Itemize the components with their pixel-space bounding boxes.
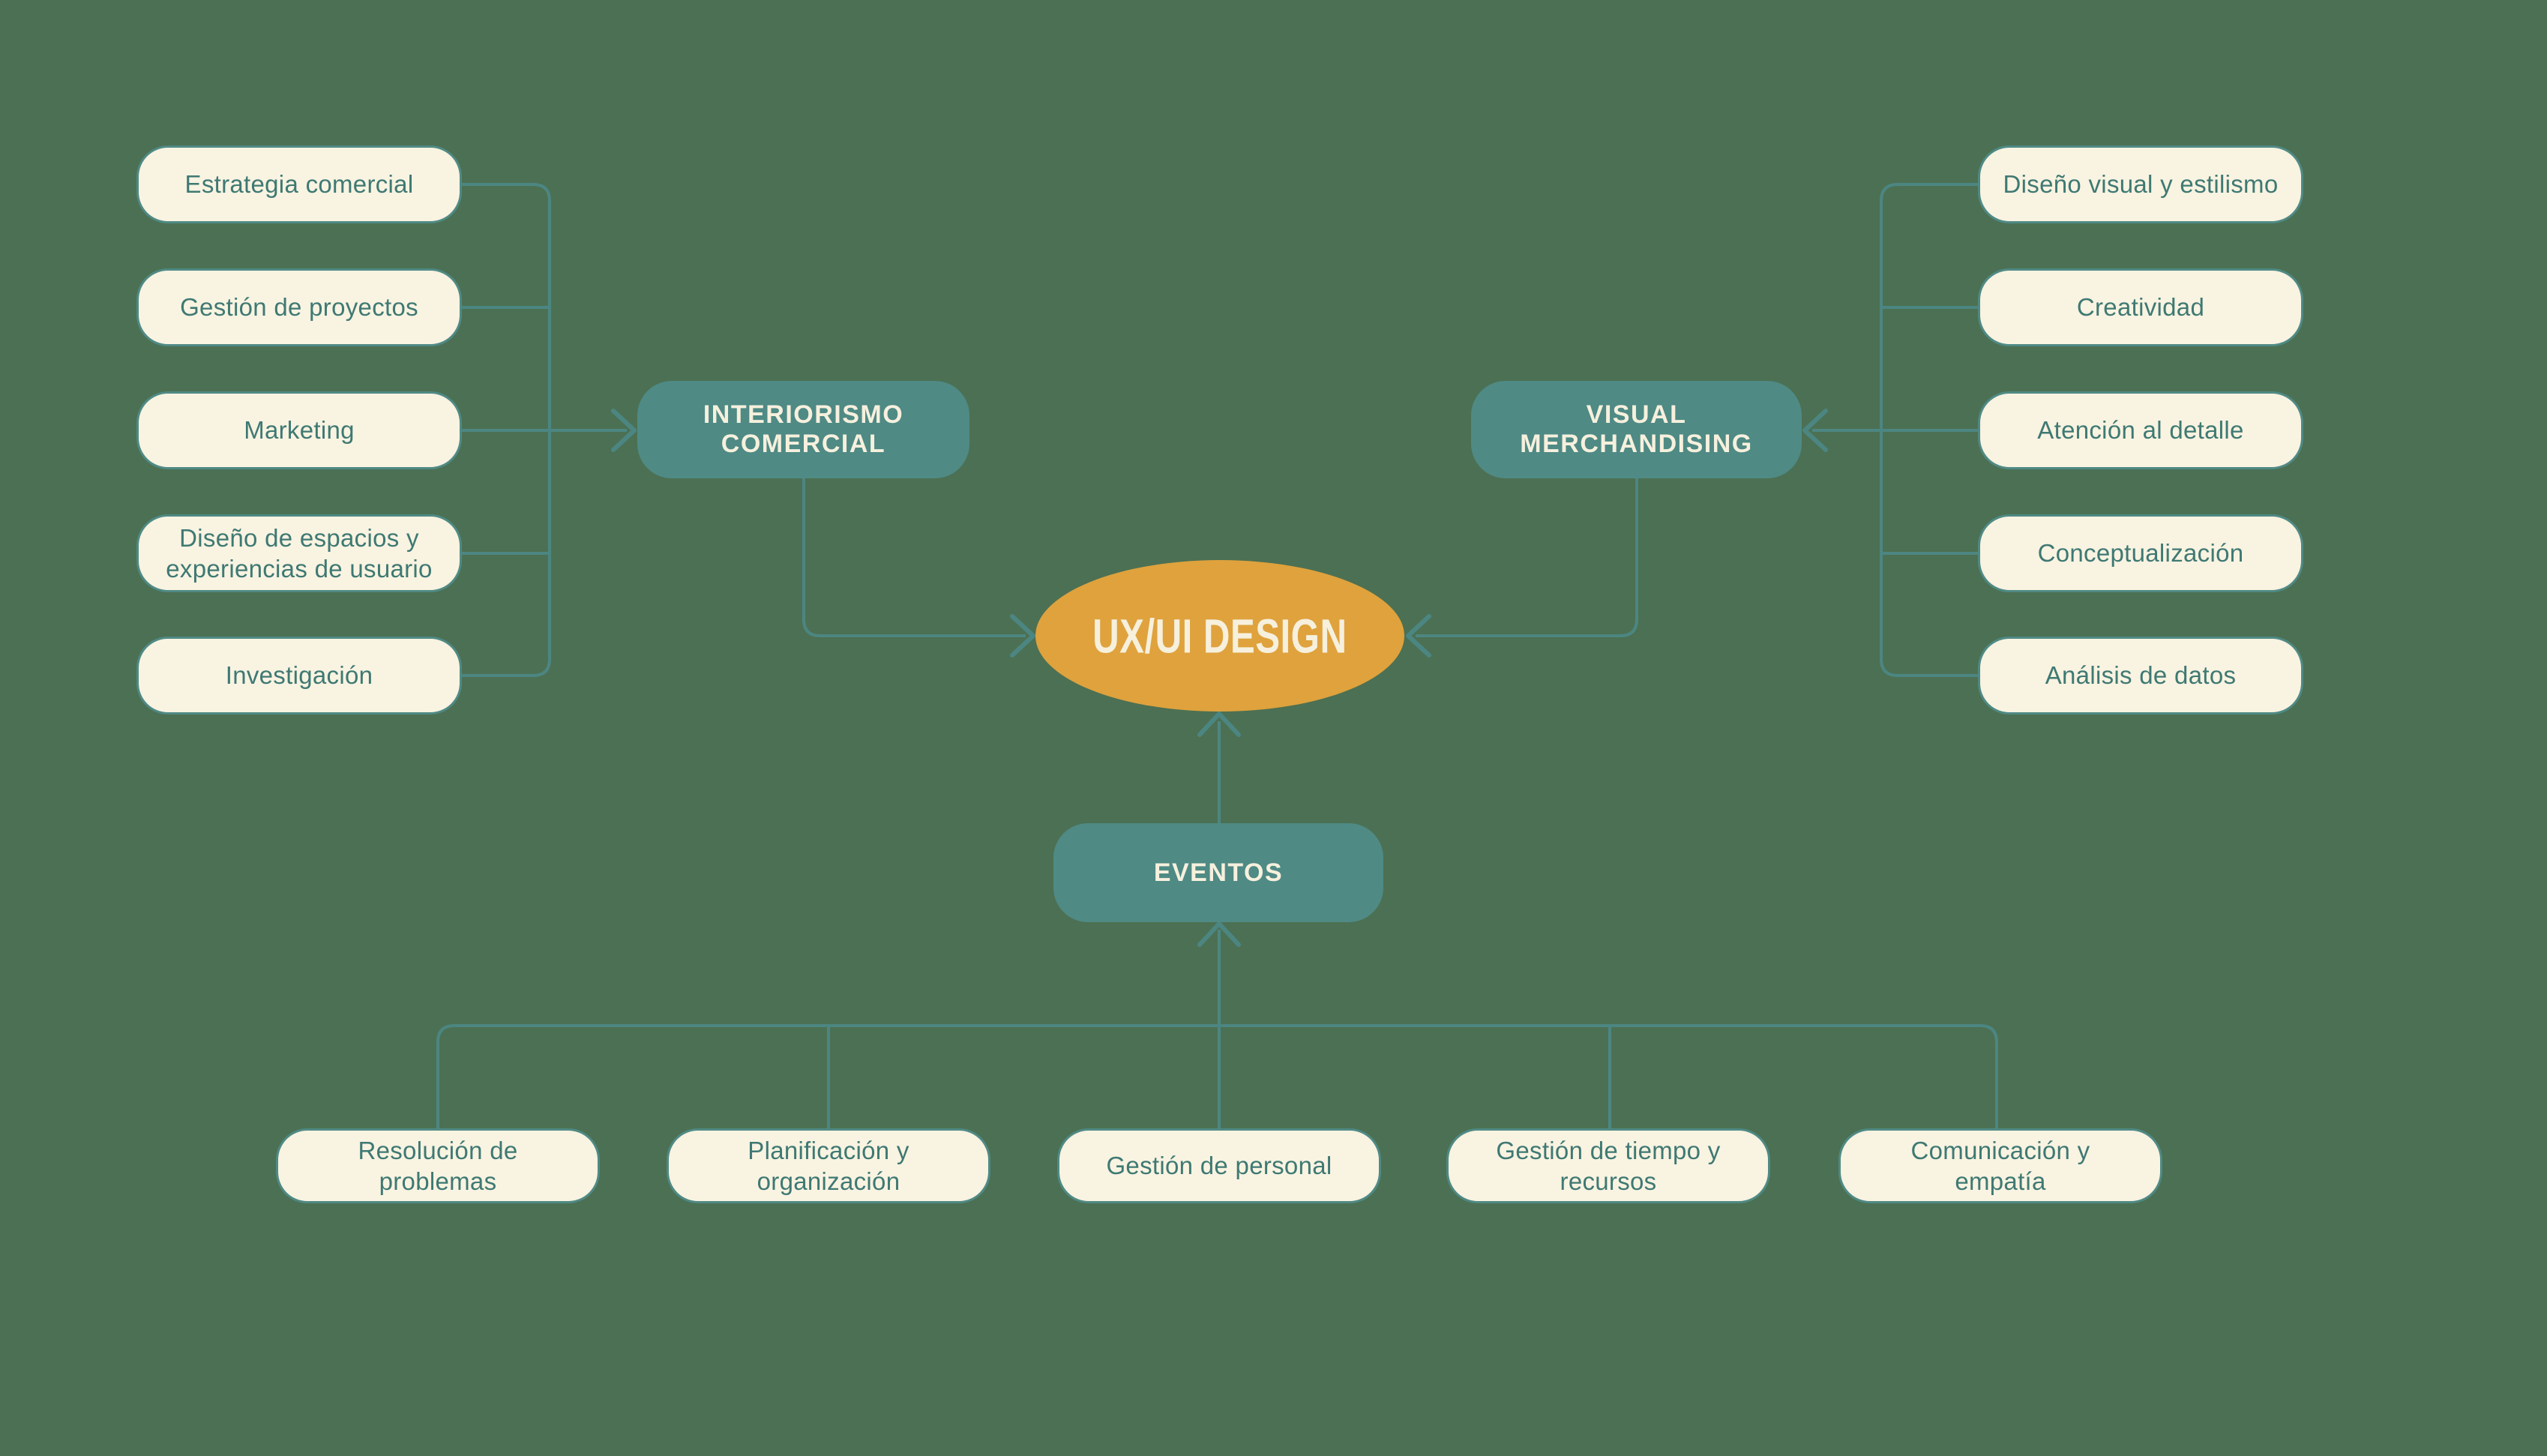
leaf-node-diseno-de-espacios[interactable]: Diseño de espacios y experiencias de usu…	[136, 514, 462, 592]
leaf-node-gestion-de-personal[interactable]: Gestión de personal	[1057, 1128, 1381, 1203]
leaf-node-atencion-al-detalle[interactable]: Atención al detalle	[1978, 391, 2303, 469]
leaf-node-label: Gestión de personal	[1106, 1152, 1332, 1180]
leaf-node-label: Estrategia comercial	[184, 170, 414, 199]
leaf-node-label: Gestión de proyectos	[180, 293, 418, 322]
leaf-node-resolucion-de-problemas[interactable]: Resolución de problemas	[276, 1128, 600, 1203]
leaf-node-estrategia-comercial[interactable]: Estrategia comercial	[136, 145, 462, 223]
leaf-node-label: Atención al detalle	[2037, 416, 2244, 445]
leaf-node-gestion-de-tiempo-y-recursos[interactable]: Gestión de tiempo y recursos	[1446, 1128, 1770, 1203]
leaf-node-diseno-visual-y-estilismo[interactable]: Diseño visual y estilismo	[1978, 145, 2303, 223]
central-node-label: UX/UI DESIGN	[1092, 609, 1347, 663]
leaf-node-label: Comunicación y empatía	[1910, 1136, 2090, 1195]
leaf-node-analisis-de-datos[interactable]: Análisis de datos	[1978, 637, 2303, 715]
connector-interiorismo-to-central	[802, 478, 1026, 637]
leaf-node-label: Resolución de problemas	[358, 1136, 518, 1195]
branch-node-visual-merchandising[interactable]: VISUAL MERCHANDISING	[1471, 381, 1802, 478]
branch-node-interiorismo-comercial[interactable]: INTERIORISMO COMERCIAL	[637, 381, 969, 478]
leaf-node-conceptualizacion[interactable]: Conceptualización	[1978, 514, 2303, 592]
connector-bottom-rail	[436, 1024, 1998, 1128]
arrowhead-into-central-right	[1406, 614, 1431, 658]
leaf-node-creatividad[interactable]: Creatividad	[1978, 268, 2303, 346]
connector-visual-to-central	[1416, 478, 1638, 637]
arrowhead-into-eventos	[1197, 921, 1241, 947]
arrowhead-into-central-left	[1010, 614, 1035, 658]
leaf-node-marketing[interactable]: Marketing	[136, 391, 462, 469]
leaf-node-label: Planificación y organización	[748, 1136, 909, 1195]
leaf-node-gestion-de-proyectos[interactable]: Gestión de proyectos	[136, 268, 462, 346]
leaf-node-label: Marketing	[244, 416, 355, 445]
leaf-node-label: Análisis de datos	[2045, 661, 2237, 690]
leaf-node-label: Diseño de espacios y experiencias de usu…	[166, 523, 433, 583]
leaf-node-planificacion-y-organizacion[interactable]: Planificación y organización	[667, 1128, 990, 1203]
leaf-node-comunicacion-y-empatia[interactable]: Comunicación y empatía	[1838, 1128, 2162, 1203]
arrowhead-into-central-bottom	[1197, 712, 1241, 737]
leaf-node-label: Gestión de tiempo y recursos	[1496, 1136, 1721, 1195]
leaf-node-label: Diseño visual y estilismo	[2003, 170, 2279, 199]
leaf-node-label: Creatividad	[2076, 293, 2205, 322]
branch-node-label: EVENTOS	[1153, 858, 1284, 887]
branch-node-eventos[interactable]: EVENTOS	[1053, 823, 1383, 922]
arrowhead-into-interiorismo	[611, 409, 637, 452]
arrowhead-into-visual-merchandising	[1802, 409, 1828, 452]
branch-node-label: VISUAL MERCHANDISING	[1520, 400, 1753, 458]
central-node-uxui-design[interactable]: UX/UI DESIGN	[1035, 560, 1404, 712]
leaf-node-label: Investigación	[225, 661, 373, 690]
leaf-node-label: Conceptualización	[2037, 539, 2244, 568]
leaf-node-investigacion[interactable]: Investigación	[136, 637, 462, 715]
branch-node-label: INTERIORISMO COMERCIAL	[703, 400, 904, 458]
